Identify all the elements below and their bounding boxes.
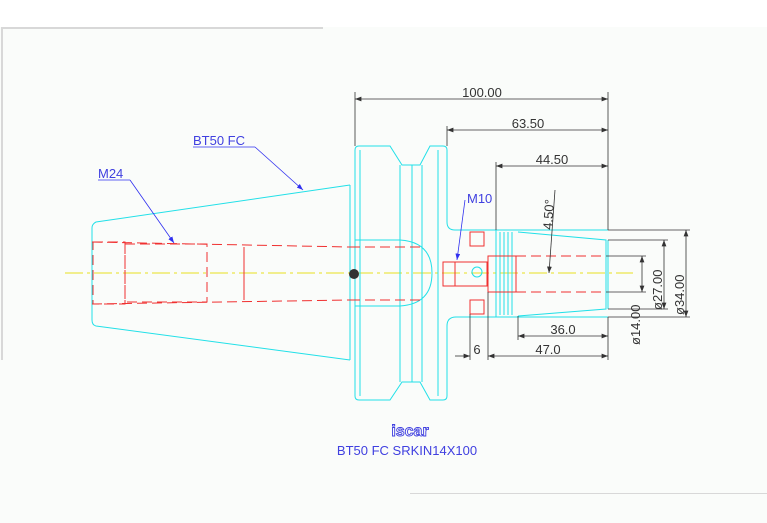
part-name: BT50 FC SRKIN14X100 xyxy=(337,443,477,458)
leaders xyxy=(98,146,466,261)
label-thread-rear: M24 xyxy=(98,166,123,181)
dim-nose-end-diameter: ø27.00 xyxy=(650,270,665,310)
label-holder-type: BT50 FC xyxy=(193,133,245,148)
dim-bore-depth: 36.0 xyxy=(550,322,575,337)
flange xyxy=(354,145,608,401)
dim-taper-angle: 4.50° xyxy=(540,199,557,230)
iscar-logo: iscar xyxy=(391,423,428,440)
frame-border-left xyxy=(1,28,3,360)
dim-groove-offset: 6 xyxy=(473,342,480,357)
dim-nose-diameter: ø34.00 xyxy=(672,275,687,315)
frame-border-bottom xyxy=(410,493,767,494)
dim-body-length: 47.0 xyxy=(535,342,560,357)
dim-flange-to-end: 63.50 xyxy=(512,116,545,131)
label-thread-screw: M10 xyxy=(467,191,492,206)
hidden-bores xyxy=(91,231,606,315)
dim-bore-diameter: ø14.00 xyxy=(628,305,643,345)
dimension-lines xyxy=(354,92,690,360)
frame-border-top xyxy=(1,27,323,29)
nose xyxy=(495,230,609,318)
dim-overall-length: 100.00 xyxy=(462,85,502,100)
center-mark xyxy=(349,269,359,279)
dim-nose-length: 44.50 xyxy=(536,152,569,167)
drawing-sheet xyxy=(0,27,767,523)
